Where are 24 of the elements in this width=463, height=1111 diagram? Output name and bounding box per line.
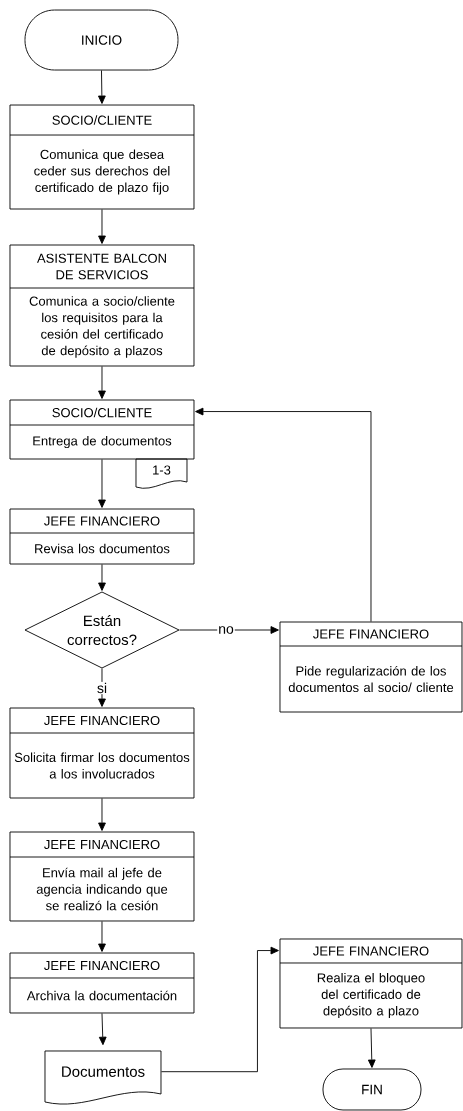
process-box: JEFE FINANCIERO Solicita firmar los documentos a los involucrados (9, 707, 195, 799)
arrow (98, 366, 106, 399)
process-box: ASISTENTE BALCON DE SERVICIOS Comunica a socio/cliente los requisitos para la cesión del certificado de depósito a plazos (9, 244, 195, 367)
arrow (98, 70, 106, 104)
arrow (367, 1028, 376, 1068)
arrow (98, 564, 106, 591)
arrow (98, 1013, 107, 1046)
process-box: JEFE FINANCIERO Pide regularización de los documentos al socio/ cliente (279, 621, 463, 713)
process-box: SOCIO/CLIENTE Comunica que desea ceder sus derechos del certificado de plazo fijo (9, 104, 195, 210)
edge-label: si (95, 681, 109, 695)
process-box: JEFE FINANCIERO Realiza el bloqueo del certificado de depósito a plazo (279, 938, 463, 1029)
arrow (98, 459, 106, 508)
process-box: JEFE FINANCIERO Envía mail al jefe de agencia indicando que se realizó la cesión (9, 831, 195, 922)
arrow (98, 798, 106, 831)
process-box: SOCIO/CLIENTE Entrega de documentos (9, 399, 195, 460)
arrow (179, 626, 279, 634)
process-box: JEFE FINANCIERO Revisa los documentos (9, 508, 195, 565)
arrow (195, 407, 372, 622)
arrow (98, 668, 106, 707)
process-box: JEFE FINANCIERO Archiva la documentación (9, 952, 195, 1014)
edge-label: no (217, 625, 235, 635)
arrow (98, 921, 106, 952)
arrow (161, 946, 279, 1073)
arrow (98, 209, 106, 244)
